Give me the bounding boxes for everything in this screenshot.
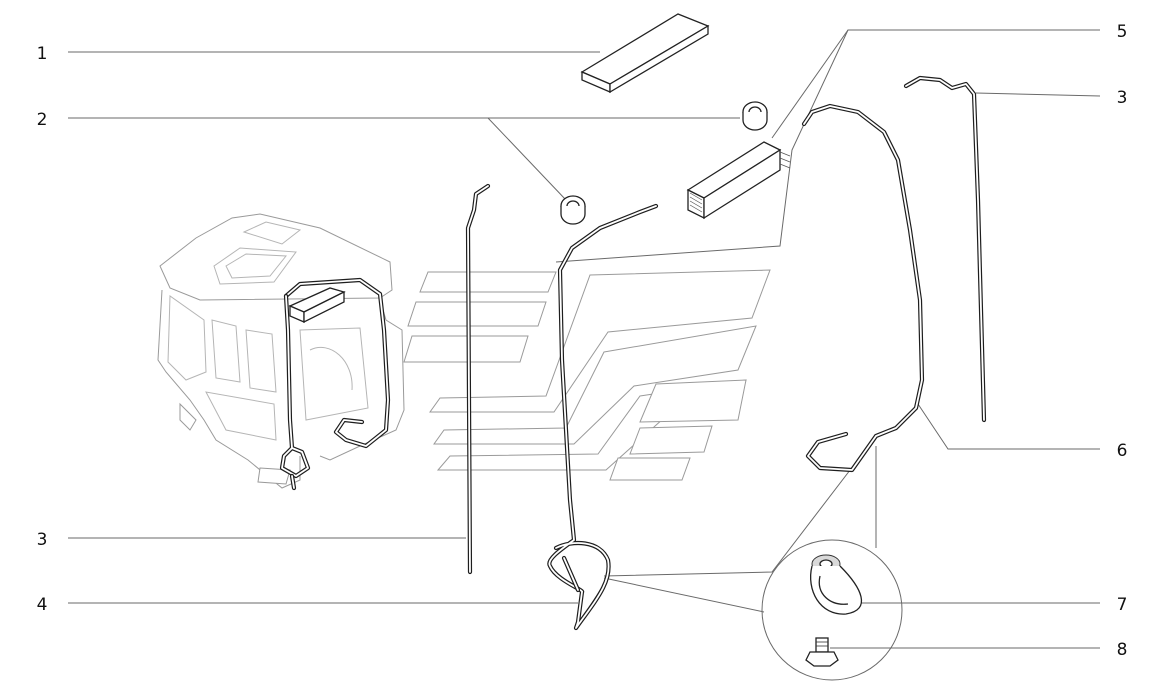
part-3-pipe-left <box>465 183 491 575</box>
part-1-foam-strip <box>580 13 710 94</box>
part-8-bolt <box>805 637 839 667</box>
callout-4: 4 <box>37 595 48 615</box>
callout-3-left: 3 <box>37 530 48 550</box>
callout-2: 2 <box>37 110 48 130</box>
callout-3-right: 3 <box>1117 88 1128 108</box>
callout-7: 7 <box>1117 595 1128 615</box>
leader-lines <box>68 29 1101 681</box>
callout-1: 1 <box>37 44 48 64</box>
part-2-grommet-upper <box>742 101 768 131</box>
leader-3-right <box>975 92 1101 97</box>
tractor-cab-illustration <box>157 213 405 491</box>
part-5-heater-core <box>686 141 791 220</box>
watermark-logo <box>403 269 771 481</box>
detail-circle <box>761 539 903 681</box>
callout-8: 8 <box>1117 640 1128 660</box>
leader-5b <box>555 29 1100 263</box>
leader-2 <box>68 117 567 201</box>
leader-5 <box>771 29 1100 139</box>
part-6-hose <box>801 103 925 473</box>
part-2-grommet-lower <box>560 195 586 225</box>
part-3-pipe-right <box>903 75 987 423</box>
callout-labels: 1 2 3 4 5 3 6 7 8 <box>37 22 1128 660</box>
leader-detail-b <box>603 577 765 613</box>
part-7-hose-clamp <box>810 554 863 615</box>
leader-detail-a <box>603 443 871 577</box>
callout-5: 5 <box>1117 22 1128 42</box>
leader-6 <box>917 403 1100 450</box>
callout-6: 6 <box>1117 441 1128 461</box>
part-4-hose-loop <box>547 203 659 631</box>
